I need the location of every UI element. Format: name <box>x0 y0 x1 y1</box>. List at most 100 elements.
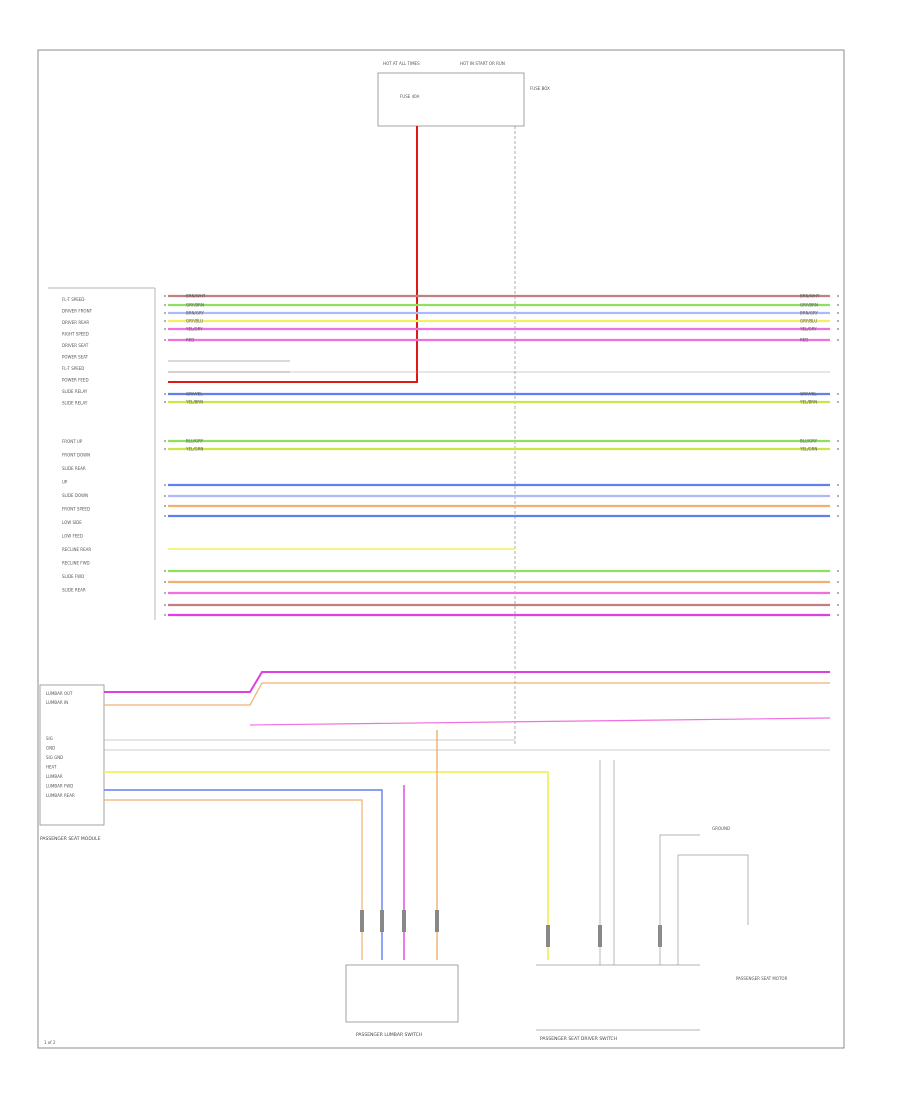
left-label: RIGHT SPEED <box>62 332 89 337</box>
left-label-b: SLIDE FWD <box>62 574 84 579</box>
wire-code: GRY/BRN <box>186 303 204 308</box>
terminal-dot <box>164 604 166 606</box>
module-pin: SIG GND <box>46 755 63 760</box>
wire-code: GRY/YEL <box>186 392 203 397</box>
left-label: FL-T SPEED <box>62 366 84 371</box>
module-pin: LUMBAR REAR <box>46 793 75 798</box>
terminal-dot <box>164 312 166 314</box>
terminal-dot <box>837 320 839 322</box>
lower-wire <box>104 671 830 693</box>
wire-code: RED <box>800 338 808 343</box>
lumbar-switch-label: PASSENGER LUMBAR SWITCH <box>356 1032 422 1038</box>
terminal-dot <box>164 393 166 395</box>
terminal-dot <box>837 515 839 517</box>
wire-code: BRN/WHT <box>800 294 820 299</box>
connector-pin <box>380 910 384 932</box>
left-label: DRIVER REAR <box>62 320 89 325</box>
ground-wire <box>659 834 700 965</box>
center-note: PASSENGER SEAT MOTOR <box>736 976 788 981</box>
wire-code: RED <box>186 338 194 343</box>
module-pin: LUMBAR OUT <box>46 691 73 696</box>
terminal-dot <box>164 320 166 322</box>
wire-code: GRY/YEL <box>800 392 817 397</box>
passenger-seat-module-title: PASSENGER SEAT MODULE <box>40 836 101 842</box>
wire-code: BRN/GRY <box>800 311 818 316</box>
wire-code: BRN/WHT <box>186 294 206 299</box>
wire-code: BLU/GRY <box>800 439 818 444</box>
left-label-b: UP <box>62 480 68 485</box>
lower-wire <box>104 799 363 960</box>
wire-code: YEL/BRN <box>185 400 203 405</box>
left-label: DRIVER FRONT <box>62 309 93 314</box>
wire-code: YEL/BRN <box>799 400 817 405</box>
left-label: SLIDE RELAY <box>62 401 88 406</box>
connector-pin <box>435 910 439 932</box>
left-labels: FL-T SPEED- DRIVER FRONT DRIVER REAR RIGHT … <box>62 297 93 406</box>
wire-code: YEL/GRY <box>799 327 817 332</box>
left-label: SLIDE RELAY <box>62 389 88 394</box>
terminal-dot <box>837 401 839 403</box>
left-label-b: SLIDE REAR <box>62 466 86 471</box>
lower-wire <box>104 771 549 960</box>
terminal-dot <box>837 495 839 497</box>
left-label-b: LOW SIDE <box>62 520 82 525</box>
terminal-dot <box>837 448 839 450</box>
lower-harness <box>104 671 831 966</box>
terminal-dot <box>164 495 166 497</box>
terminal-dot <box>164 484 166 486</box>
left-label-b: RECLINE FWD <box>62 561 90 566</box>
terminal-dot <box>164 401 166 403</box>
terminal-dot <box>164 505 166 507</box>
wire-code: GRY/BLU <box>800 319 817 324</box>
connector-pin <box>546 925 550 947</box>
left-label-b: RECLINE REAR <box>62 547 91 552</box>
lower-wire <box>104 682 830 706</box>
ground-wire-2 <box>677 854 749 965</box>
module-pin: SIG <box>46 736 53 741</box>
module-pin: LUMBAR FWD <box>46 784 73 789</box>
driver-switch-label: PASSENGER SEAT DRIVER SWITCH <box>540 1036 617 1042</box>
wire-code: BLU/GRY <box>186 439 204 444</box>
wire-code: YEL/GRY <box>185 327 203 332</box>
terminal-dot <box>837 393 839 395</box>
terminal-dot <box>837 581 839 583</box>
left-label: FL-T SPEED- <box>62 297 86 302</box>
wire-code: BRN/GRY <box>186 311 204 316</box>
terminal-dot <box>837 484 839 486</box>
lower-wire <box>104 789 383 960</box>
connector-pin <box>598 925 602 947</box>
terminal-dot <box>837 339 839 341</box>
terminal-dot <box>164 592 166 594</box>
left-label-b: SLIDE DOWN <box>62 493 88 498</box>
terminal-dot <box>164 440 166 442</box>
fuse-box-side-note: FUSE BOX <box>530 86 550 91</box>
footer-text: 1 of 2 <box>44 1040 56 1045</box>
terminal-dot <box>837 312 839 314</box>
left-label: POWER SEAT <box>62 355 89 360</box>
module-pin: LUMBAR <box>46 774 63 779</box>
terminal-dot <box>837 440 839 442</box>
terminal-dot <box>837 604 839 606</box>
terminal-dot <box>837 592 839 594</box>
terminal-dot <box>164 295 166 297</box>
terminal-dots <box>164 295 839 616</box>
terminal-dot <box>164 328 166 330</box>
wire-code: YEL/GRN <box>185 447 203 452</box>
passenger-seat-module <box>39 684 105 826</box>
lumbar-switch-box <box>345 964 459 1023</box>
wire-code: GRY/BLU <box>186 319 203 324</box>
fuse-box-title-right: HOT IN START OR RUN <box>460 61 505 66</box>
red-feed-wire <box>168 126 418 383</box>
wire-code: YEL/GRN <box>799 447 817 452</box>
terminal-dot <box>837 614 839 616</box>
terminal-dot <box>164 614 166 616</box>
left-label: POWER FEED <box>62 378 89 383</box>
connector-pin <box>360 910 364 932</box>
fuse-label: FUSE 40A <box>400 94 420 99</box>
connector-pin <box>402 910 406 932</box>
left-label: DRIVER SEAT <box>62 343 89 348</box>
